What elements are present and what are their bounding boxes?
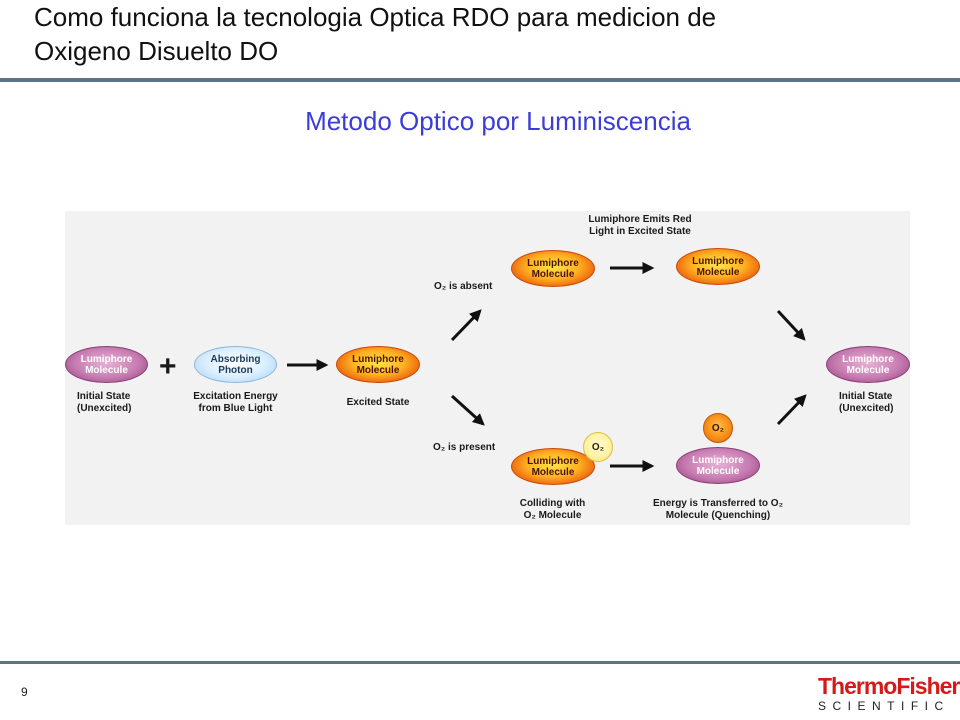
plus-sign: + [159, 350, 177, 383]
o2-present-label: O₂ is present [433, 442, 496, 453]
slide-title-line-2: Oxigeno Disuelto DO [34, 36, 279, 66]
footer-divider [0, 661, 960, 664]
logo-wordmark: ThermoFisher [818, 673, 960, 699]
page-number: 9 [21, 685, 28, 699]
o2-molecule-colliding: O₂ [583, 432, 613, 462]
excited-state-label: Excited State [346, 397, 410, 408]
molecule-label-line-1: Lumiphore [80, 353, 133, 365]
arrow-quench-to-final [776, 394, 807, 426]
thermo-fisher-logo: ThermoFisher SCIENTIFIC [818, 673, 960, 714]
logo-tagline: SCIENTIFIC [818, 699, 950, 713]
arrow-excited-to-present [450, 394, 485, 426]
initial-state-label: Initial State (Unexcited) [77, 391, 132, 414]
final-state-label: Initial State (Unexcited) [839, 391, 894, 414]
molecule-label-line-2: Molecule [85, 364, 128, 376]
slide-title: Como funciona la tecnologia Optica RDO p… [34, 0, 934, 68]
arrow-emits-to-final [776, 309, 806, 341]
slide-subtitle: Metodo Optico por Luminiscencia [305, 106, 691, 136]
excitation-energy-label: Excitation Energy from Blue Light [193, 391, 278, 414]
o2-absent-label: O₂ is absent [434, 281, 493, 292]
o2-molecule-energized: O₂ [703, 413, 733, 443]
emits-red-light-label: Lumiphore Emits Red Light in Excited Sta… [588, 214, 692, 237]
quenching-label: Energy is Transferred to O₂ Molecule (Qu… [652, 498, 784, 521]
title-divider [0, 78, 960, 82]
arrow-excited-to-absent [450, 309, 482, 342]
colliding-label: Colliding with O₂ Molecule [519, 498, 586, 521]
slide-title-line-1: Como funciona la tecnologia Optica RDO p… [34, 2, 717, 32]
